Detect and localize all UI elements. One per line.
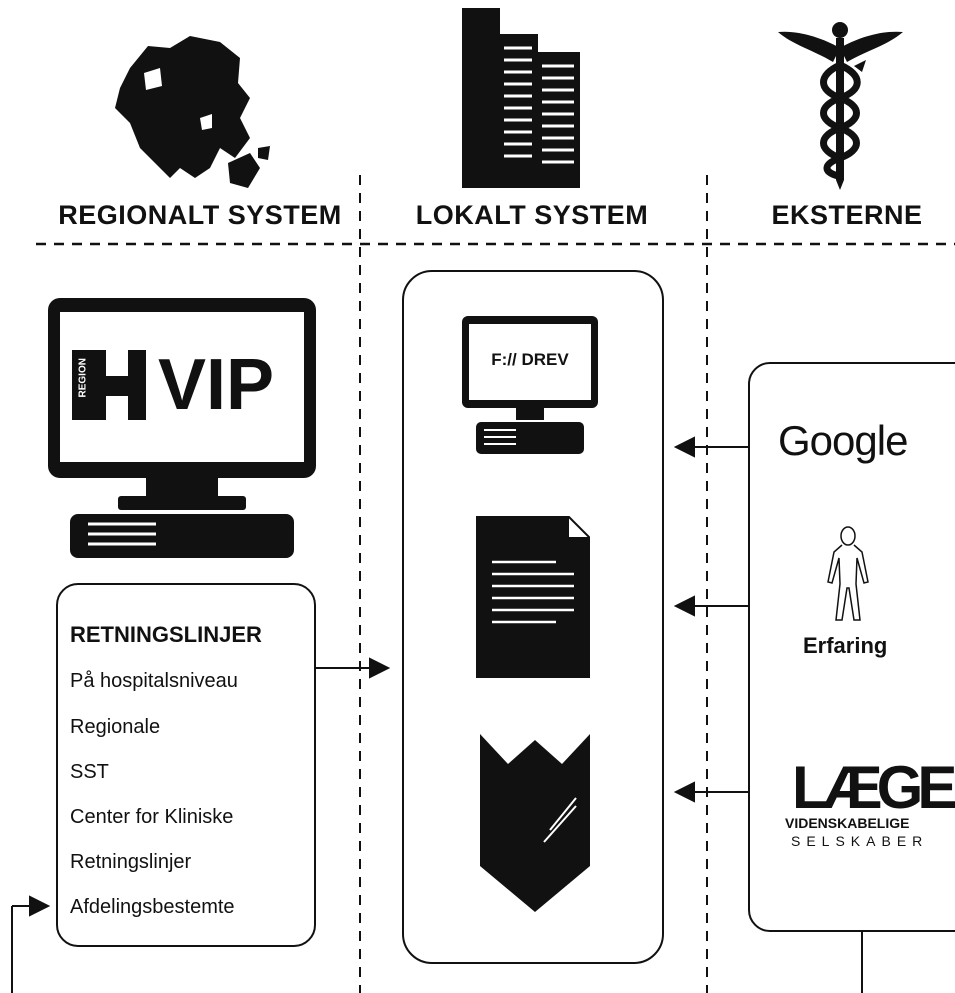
arrowhead-guidelines [369, 657, 391, 679]
guideline-item: Afdelingsbestemte [70, 896, 235, 918]
column-heading-external: EKSTERNE [771, 200, 923, 230]
arrowhead-societies [673, 781, 695, 803]
guideline-item: Center for Kliniske [70, 806, 234, 828]
buildings-icon [462, 8, 580, 188]
caduceus-icon [778, 22, 903, 190]
laege-logo: LÆGE [792, 754, 955, 821]
experience-label: Erfaring [803, 633, 888, 658]
arrowhead-google [673, 436, 695, 458]
societies-line1: VIDENSKABELIGE [785, 815, 910, 831]
guideline-item: Retningslinjer [70, 851, 192, 873]
drive-label: F:// DREV [491, 350, 569, 369]
google-logo: Google [778, 417, 908, 464]
vip-computer: REGION H VIP [48, 298, 316, 560]
guideline-item: Regionale [70, 716, 161, 738]
drive-computer: F:// DREV [462, 316, 598, 454]
region-map-icon [115, 36, 270, 188]
column-heading-local: LOKALT SYSTEM [415, 200, 649, 230]
external-box [748, 362, 955, 932]
societies-line2: SELSKABER [791, 833, 929, 849]
guideline-item: SST [70, 761, 109, 783]
person-icon [827, 526, 869, 621]
guidelines-title: RETNINGSLINJER [70, 622, 262, 647]
document-icon [476, 516, 590, 678]
vip-label: VIP [158, 345, 275, 425]
monitor-icon [48, 298, 316, 558]
arrowhead-afdelingsbestemte [29, 895, 51, 917]
book-icon [480, 734, 590, 912]
arrowhead-experience [673, 595, 695, 617]
drive-monitor-icon [462, 316, 598, 454]
guideline-item: På hospitalsniveau [70, 670, 238, 692]
column-heading-regional: REGIONALT SYSTEM [58, 200, 342, 230]
guidelines-box [56, 583, 316, 947]
